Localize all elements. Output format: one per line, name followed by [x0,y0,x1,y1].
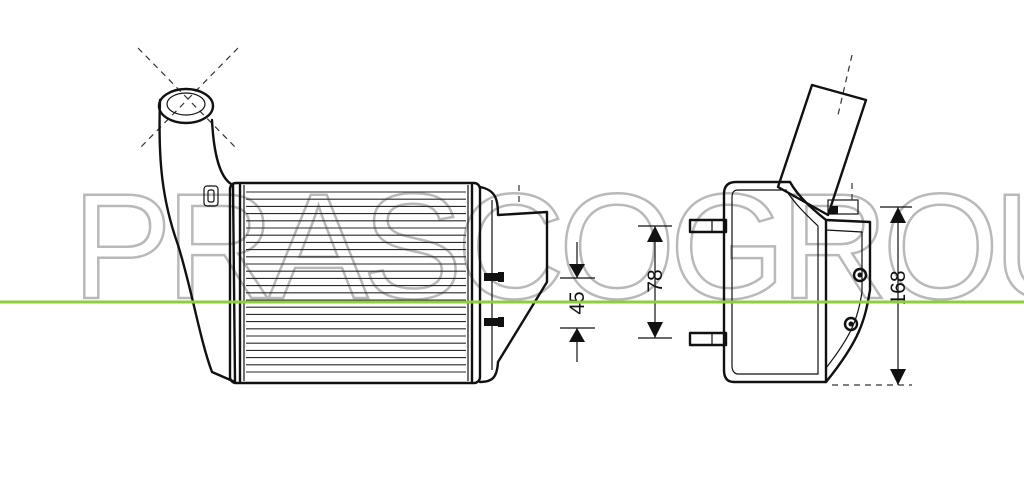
dimension-168: 168 [832,206,912,386]
side-body [722,180,872,384]
side-view: 78 [638,54,912,386]
core-fins [246,191,466,373]
radiator-core [228,181,482,385]
end-tank [478,185,549,384]
dimension-78-label: 78 [644,269,667,292]
mount-bolt-lower [484,317,504,327]
mounting-studs [688,218,728,347]
dimension-78: 78 [638,225,672,339]
mount-bolt-upper [484,272,504,282]
side-bracket [827,183,859,215]
dimension-45: 45 [560,242,595,362]
dimension-168-label: 168 [887,270,910,305]
mount-hole-lower [843,316,859,332]
front-view: 45 [137,47,595,385]
inlet-axis-lines [137,47,239,151]
outlet-pipe [776,54,868,217]
mount-hole-upper [852,267,868,283]
